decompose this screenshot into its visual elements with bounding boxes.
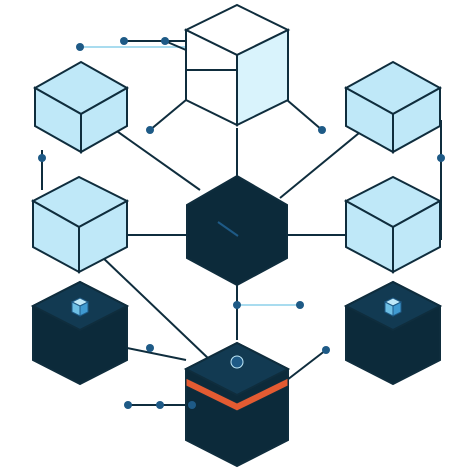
connector-left-upper-to-top [149, 99, 187, 131]
cube-top-white[interactable] [183, 3, 291, 127]
connector-left-upper-to-center [103, 121, 201, 191]
connector-dots [38, 37, 445, 409]
connector-left-middle-to-bottom [99, 254, 211, 361]
cube-icon-right [392, 301, 402, 317]
connector-dot-icon [124, 401, 132, 409]
connector-dot-icon [188, 401, 196, 409]
cube-bottom-center-orange-band [185, 377, 289, 412]
connector-dot-icon [146, 126, 154, 134]
cube-top-white-right-face [236, 28, 289, 127]
cube-right-middle-right [392, 199, 441, 274]
connector-dot-icon [296, 301, 304, 309]
cube-right-middle[interactable] [343, 175, 443, 274]
cube-bottom-center-top [183, 341, 291, 397]
cube-left-upper-right [80, 86, 128, 154]
connector-dot-icon [230, 355, 244, 369]
cube-bottom-right-dark[interactable] [343, 280, 443, 386]
connector-dot-icon [76, 43, 84, 51]
cube-bottom-left-dark[interactable] [30, 280, 130, 386]
hexagon-center-dark[interactable] [186, 174, 288, 287]
cube-left-middle[interactable] [30, 175, 130, 274]
connector-right-upper-to-center [279, 123, 371, 199]
connector-dot-icon [156, 401, 164, 409]
connector-dot-icon [437, 154, 445, 162]
connector-left-bottom-to-bottom [126, 347, 187, 361]
hexagon-center-shape [186, 174, 288, 287]
connector-dot-icon [318, 126, 326, 134]
connector-dot-icon [38, 154, 46, 162]
connector-dot-icon [322, 346, 330, 354]
cube-left-middle-right [78, 199, 128, 274]
cube-bottom-center-dark[interactable] [183, 341, 291, 468]
connector-right-upper-to-top [286, 99, 323, 131]
hexagon-center-detail [217, 221, 239, 237]
connector-right-bottom-to-bottom [286, 349, 327, 381]
connector-dot-icon [146, 344, 154, 352]
cube-right-upper-right [392, 86, 441, 154]
cube-right-upper[interactable] [343, 60, 443, 154]
connector-dot-icon [161, 37, 169, 45]
cube-left-upper[interactable] [32, 60, 130, 154]
cube-icon-right [79, 301, 89, 317]
connector-dot-icon [120, 37, 128, 45]
connector-dot-icon [233, 301, 241, 309]
